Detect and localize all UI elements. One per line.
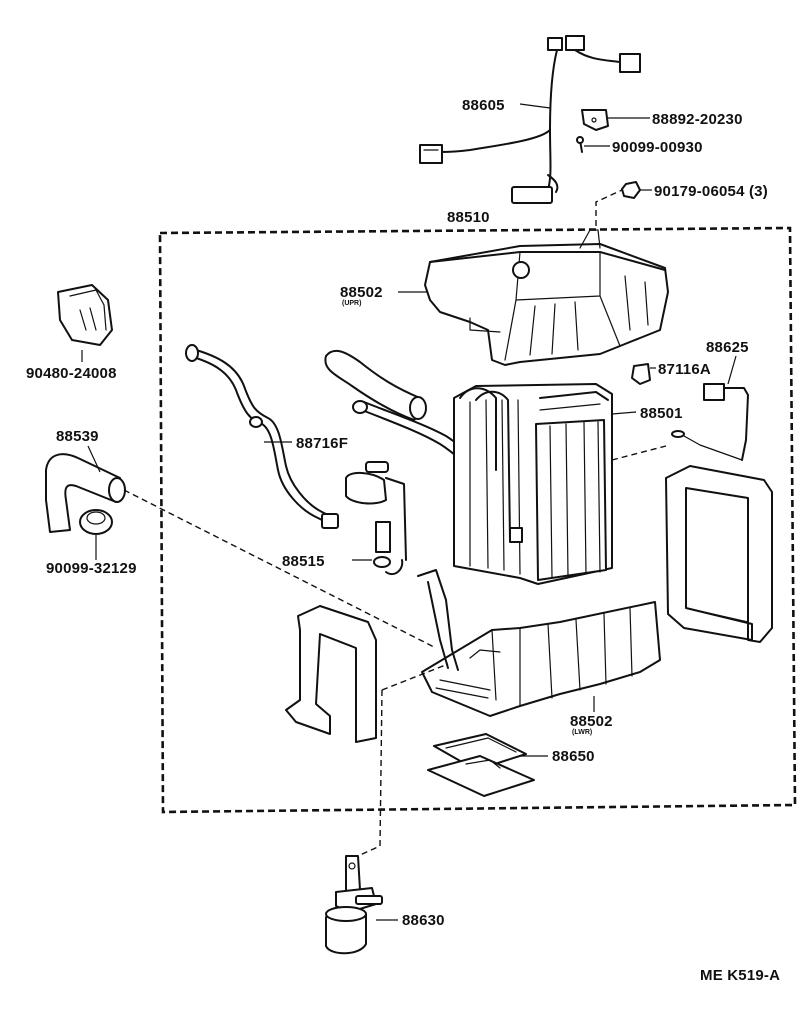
wire-harness-88605 bbox=[419, 35, 641, 204]
clip-88892 bbox=[581, 109, 609, 131]
label-87116a: 87116A bbox=[658, 361, 711, 378]
label-88502-upr: 88502 bbox=[340, 284, 383, 301]
label-88502-lwr: 88502 bbox=[570, 713, 613, 730]
label-88510: 88510 bbox=[447, 209, 490, 226]
label-90099-00930: 90099-00930 bbox=[612, 139, 703, 156]
sensor-88625 bbox=[671, 383, 749, 461]
upper-case-88502 bbox=[424, 229, 669, 366]
label-88716f: 88716F bbox=[296, 435, 348, 452]
servo-88630 bbox=[325, 855, 383, 955]
label-90099-32129: 90099-32129 bbox=[46, 560, 137, 577]
board-88650 bbox=[427, 733, 535, 797]
label-88605: 88605 bbox=[462, 97, 505, 114]
drain-hose bbox=[324, 349, 427, 421]
seal-frame-right bbox=[665, 465, 773, 643]
label-88630: 88630 bbox=[402, 912, 445, 929]
label-90480-24008: 90480-24008 bbox=[26, 365, 117, 382]
label-88625: 88625 bbox=[706, 339, 749, 356]
label-88539: 88539 bbox=[56, 428, 99, 445]
assembly-boundary bbox=[158, 226, 797, 814]
label-88892-20230: 88892-20230 bbox=[652, 111, 743, 128]
label-88502-lwr-sub: (LWR) bbox=[572, 729, 592, 736]
hose-88539 bbox=[45, 453, 126, 533]
label-88650: 88650 bbox=[552, 748, 595, 765]
label-88501: 88501 bbox=[640, 405, 683, 422]
label-88502-upr-sub: (UPR) bbox=[342, 300, 361, 307]
pipe-88716f bbox=[185, 344, 339, 529]
screw-90099-00930 bbox=[576, 136, 584, 153]
label-90179-06054: 90179-06054 (3) bbox=[654, 183, 768, 200]
lower-case-88502 bbox=[417, 569, 661, 717]
label-88515: 88515 bbox=[282, 553, 325, 570]
diagram-code: ME K519-A bbox=[700, 967, 780, 984]
evaporator-88501 bbox=[453, 383, 613, 585]
expansion-valve-88515 bbox=[345, 461, 407, 576]
grommet-90099-32129 bbox=[79, 509, 113, 535]
nut-90179 bbox=[621, 181, 641, 199]
seal-frame-left bbox=[285, 605, 377, 743]
switch-90480 bbox=[57, 284, 113, 346]
clip-87116a bbox=[631, 363, 651, 385]
